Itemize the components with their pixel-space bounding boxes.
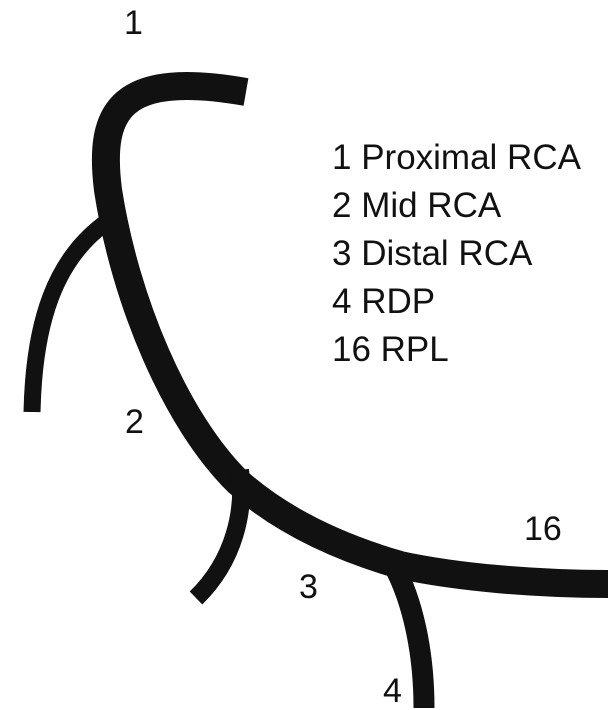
segment-label-mid-rca: 2 [125,403,144,441]
segment-label-distal-rca: 3 [299,568,318,606]
legend-item-rdp: 4 RDP [332,282,436,321]
legend-item-mid-rca: 2 Mid RCA [332,186,502,225]
mid-side-branch [189,468,251,605]
upper-side-branch [23,217,110,413]
legend-item-proximal-rca: 1 Proximal RCA [332,138,581,177]
segment-label-rdp: 4 [383,672,402,710]
segment-legend: 1 Proximal RCA 2 Mid RCA 3 Distal RCA 4 … [332,134,581,374]
legend-item-distal-rca: 3 Distal RCA [332,234,533,273]
legend-item-rpl: 16 RPL [332,330,449,369]
rca-main-vessel [91,72,608,598]
segment-label-proximal-rca: 1 [124,4,143,42]
segment-label-rpl: 16 [524,510,562,548]
rdp-branch [384,561,435,708]
